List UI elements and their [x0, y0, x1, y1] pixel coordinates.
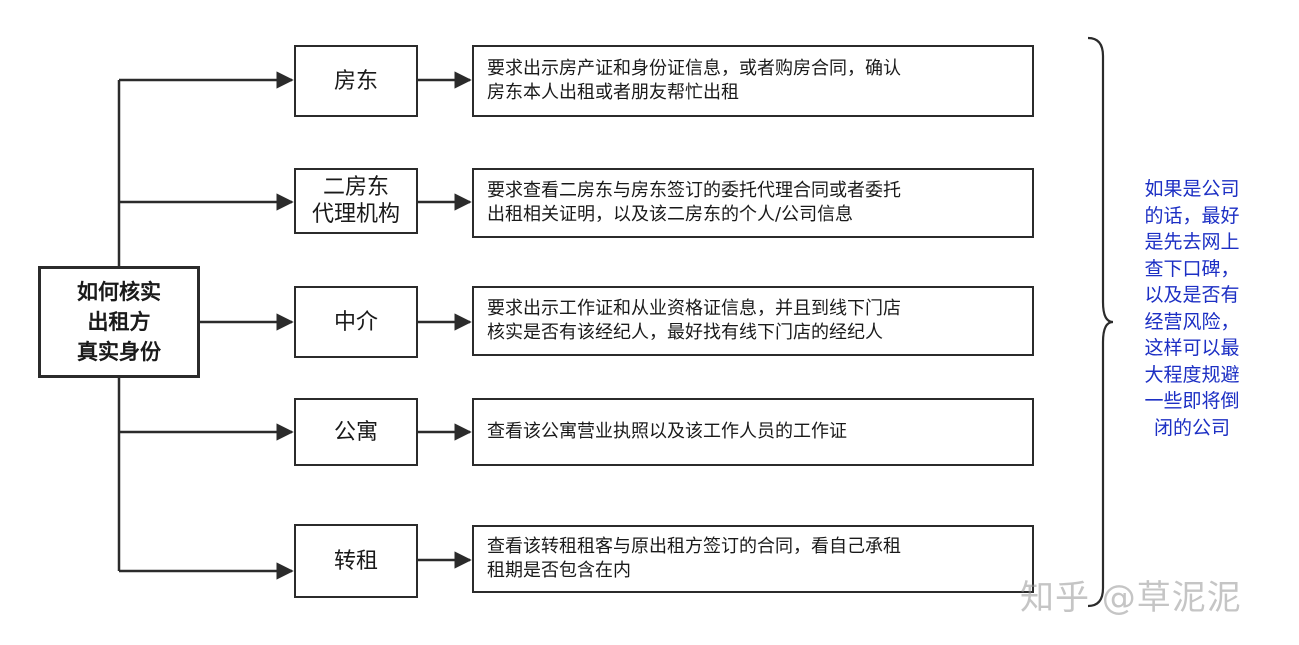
desc-line: 要求查看二房东与房东签订的委托代理合同或者委托 — [487, 180, 901, 201]
desc-landlord: 要求出示房产证和身份证信息，或者购房合同，确认 房东本人出租或者朋友帮忙出租 — [472, 45, 1034, 117]
category-apartment: 公寓 — [294, 398, 418, 466]
desc-line: 房东本人出租或者朋友帮忙出租 — [487, 82, 739, 103]
note-line: 查下口碑， — [1144, 257, 1240, 280]
note-line: 闭的公司 — [1153, 416, 1230, 439]
desc-line: 出租相关证明，以及该二房东的个人/公司信息 — [487, 204, 854, 225]
root-line-3: 真实身份 — [77, 340, 161, 364]
curly-brace — [1087, 36, 1114, 608]
category-label: 中介 — [333, 309, 378, 335]
category-broker: 中介 — [294, 286, 418, 358]
note-line: 以及是否有 — [1144, 284, 1240, 306]
side-note: 如果是公司 的话，最好 是先去网上 查下口碑， 以及是否有 经营风险， 这样可以… — [1117, 176, 1267, 441]
category-landlord: 房东 — [294, 45, 418, 117]
root-line-1: 如何核实 — [77, 280, 161, 304]
category-label: 公寓 — [333, 419, 378, 445]
note-line: 如果是公司 — [1144, 178, 1240, 200]
note-line: 大程度规避 — [1144, 363, 1240, 386]
desc-line: 核实是否有该经纪人，最好找有线下门店的经纪人 — [487, 322, 883, 343]
note-line: 一些即将倒 — [1144, 390, 1240, 412]
note-line: 经营风险， — [1144, 310, 1240, 333]
root-node: 如何核实 出租方 真实身份 — [38, 266, 200, 378]
category-label: 代理机构 — [311, 202, 400, 227]
desc-broker: 要求出示工作证和从业资格证信息，并且到线下门店 核实是否有该经纪人，最好找有线下… — [472, 286, 1034, 356]
note-line: 这样可以最 — [1144, 337, 1240, 359]
desc-line: 要求出示工作证和从业资格证信息，并且到线下门店 — [487, 298, 901, 319]
category-label: 二房东 — [322, 175, 389, 200]
category-sublandlord-agency: 二房东 代理机构 — [294, 168, 418, 234]
desc-line: 查看该转租租客与原出租方签订的合同，看自己承租 — [487, 536, 901, 557]
note-line: 的话，最好 — [1144, 204, 1240, 227]
desc-sublet: 查看该转租租客与原出租方签订的合同，看自己承租 租期是否包含在内 — [472, 525, 1034, 593]
desc-sublandlord-agency: 要求查看二房东与房东签订的委托代理合同或者委托 出租相关证明，以及该二房东的个人… — [472, 168, 1034, 238]
watermark: 知乎 @草泥泥 — [1020, 578, 1242, 618]
desc-apartment: 查看该公寓营业执照以及该工作人员的工作证 — [472, 398, 1034, 466]
note-line: 是先去网上 — [1144, 231, 1240, 253]
category-label: 房东 — [333, 68, 378, 94]
desc-line: 要求出示房产证和身份证信息，或者购房合同，确认 — [487, 58, 901, 79]
category-sublet: 转租 — [294, 524, 418, 598]
root-line-2: 出租方 — [87, 310, 151, 334]
desc-line: 查看该公寓营业执照以及该工作人员的工作证 — [487, 421, 847, 442]
desc-line: 租期是否包含在内 — [487, 560, 631, 581]
category-label: 转租 — [333, 548, 378, 574]
